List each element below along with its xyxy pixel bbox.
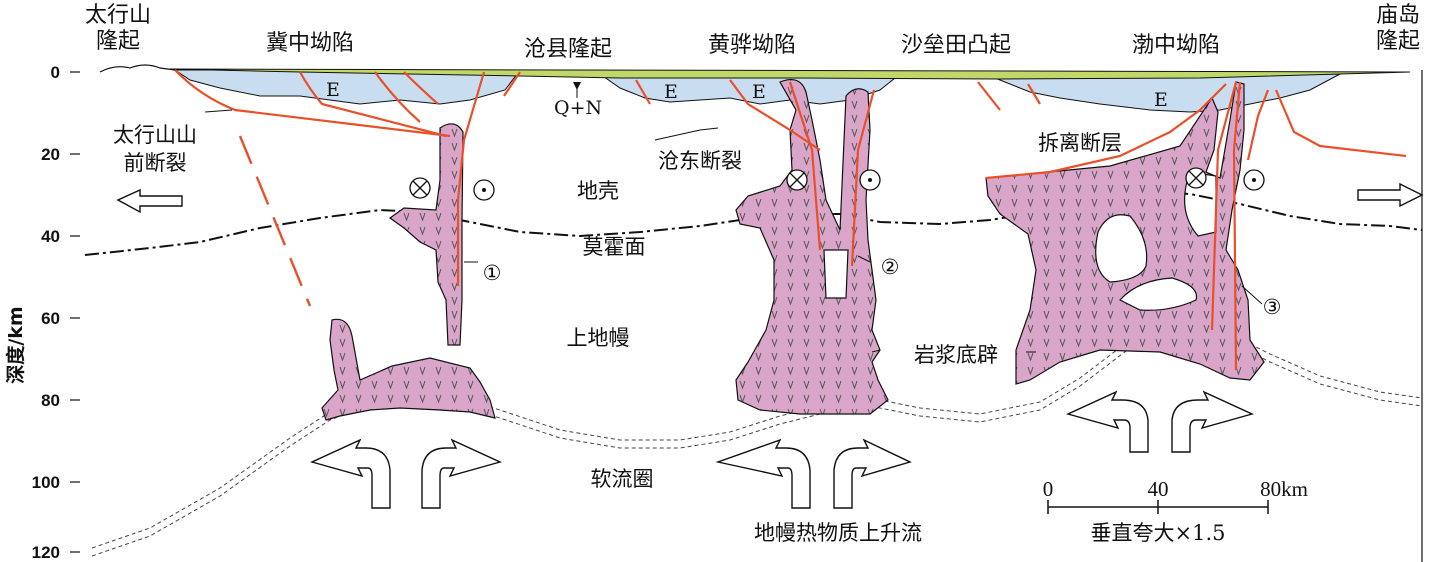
leader-lines (204, 109, 1263, 353)
circle-cross-icon (1185, 167, 1207, 189)
label-e-bozhong: E (1154, 89, 1168, 111)
label-jizhong-depression: 冀中坳陷 (266, 31, 354, 56)
label-crust: 地壳 (577, 179, 619, 203)
depth-tick-80: 80 (41, 391, 60, 410)
fault-number-1: ① (483, 261, 502, 285)
depth-tick-0: 0 (51, 63, 60, 82)
label-asthenosphere: 软流圈 (591, 467, 654, 491)
depth-axis (70, 71, 80, 553)
basin-bozhong (989, 73, 1341, 113)
scale-bar (1047, 500, 1269, 514)
basin-huanghua (598, 73, 902, 105)
fault-number-3: ③ (1263, 295, 1282, 319)
topography-line (99, 64, 176, 73)
label-shaleitian-uplift: 沙垒田凸起 (901, 33, 1011, 58)
label-e-huanghua-1: E (664, 81, 678, 103)
label-mantle-upwelling: 地幔热物质上升流 (754, 521, 922, 545)
scale-vertical-exaggeration: 垂直夸大×1.5 (1091, 521, 1226, 545)
depth-tick-60: 60 (41, 309, 60, 328)
curved-up-arrow-icon (715, 438, 912, 509)
label-upper-mantle: 上地幔 (567, 326, 630, 350)
label-magma-diapir: 岩浆底辟 (914, 343, 998, 367)
basin-jizhong (173, 69, 521, 105)
circle-cross-icon (409, 177, 431, 199)
scale-tick-80: 80km (1260, 477, 1308, 501)
label-cangxian-uplift: 沧县隆起 (524, 37, 612, 62)
depth-tick-120: 120 (32, 543, 60, 562)
lab-line-lower (91, 333, 1423, 557)
label-e-jizhong: E (326, 79, 340, 101)
magma-diapir-3 (985, 81, 1265, 385)
qn-marker (573, 82, 581, 98)
circle-dot-icon (859, 169, 881, 191)
circle-dot-icon (473, 179, 495, 201)
label-cangdong-fault: 沧东断裂 (658, 149, 742, 173)
label-e-huanghua-2: E (752, 81, 766, 103)
hollow-arrow-icon (1357, 182, 1424, 208)
depth-tick-40: 40 (41, 227, 60, 246)
depth-tick-20: 20 (41, 145, 60, 164)
label-taihang-fault-line1: 太行山山 (113, 123, 197, 147)
label-huanghua-depression: 黄骅坳陷 (708, 33, 796, 58)
scale-tick-40: 40 (1148, 477, 1169, 501)
label-taihang-uplift-line2: 隆起 (96, 29, 140, 54)
label-miaodao-uplift-line1: 庙岛 (1376, 3, 1420, 28)
label-taihang-fault-line2: 前断裂 (124, 151, 187, 175)
magma-diapir-1 (388, 123, 464, 346)
label-moho: 莫霍面 (583, 235, 646, 259)
label-detachment-fault: 拆离断层 (1038, 131, 1122, 155)
taihang-fault-dashed (238, 135, 312, 307)
circle-dot-icon (1243, 169, 1265, 191)
scale-tick-0: 0 (1043, 477, 1054, 501)
magma-diapir-2 (735, 79, 889, 415)
qn-surface-layer (169, 68, 1411, 80)
circle-cross-icon (786, 169, 808, 191)
depth-axis-title: 深度/km (4, 306, 27, 383)
label-bozhong-depression: 渤中坳陷 (1132, 33, 1220, 58)
label-miaodao-uplift-line2: 隆起 (1376, 29, 1420, 54)
fault-lines (174, 69, 1407, 371)
fault-number-2: ② (881, 255, 900, 279)
hollow-arrow-icon (116, 188, 183, 214)
curved-up-arrow-icon (1065, 390, 1255, 453)
curved-up-arrow-icon (309, 438, 503, 509)
label-qn: Q+N (554, 97, 602, 119)
label-taihang-uplift-line1: 太行山 (85, 3, 151, 28)
magma-body-west (321, 318, 496, 421)
depth-tick-100: 100 (32, 473, 60, 492)
